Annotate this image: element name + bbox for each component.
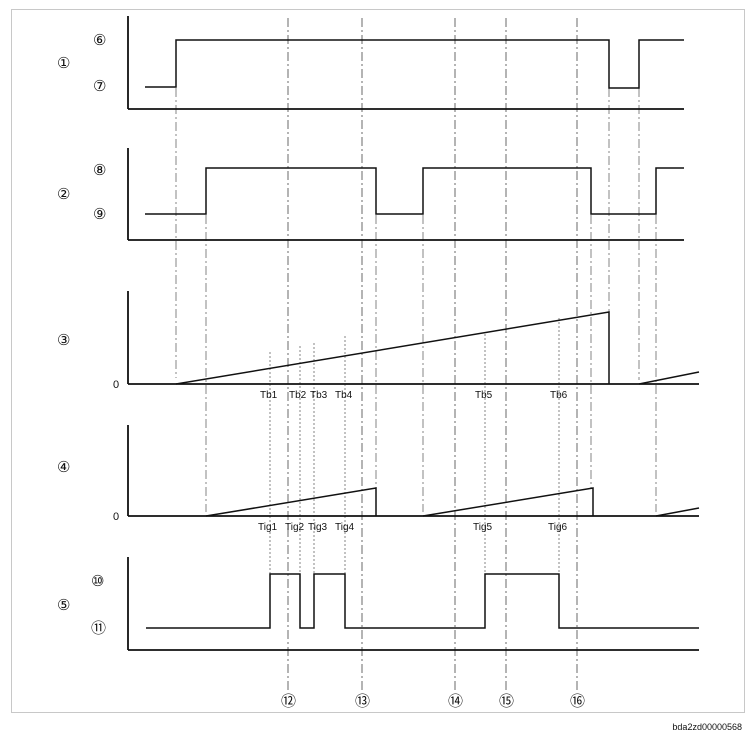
row-marker: ⑤	[57, 597, 70, 614]
tick-label-tig5: Tig5	[473, 522, 493, 533]
time-marker-12: ⑫	[281, 693, 296, 710]
ramp-restart	[638, 371, 700, 385]
sawtooth-restart	[655, 507, 700, 517]
tick-label-tig1: Tig1	[258, 522, 278, 533]
guide-lines	[175, 88, 657, 512]
row-marker: ④	[57, 459, 70, 476]
tick-label-tig3: Tig3	[308, 522, 328, 533]
row-marker: ②	[57, 186, 70, 203]
row-marker: ①	[57, 55, 70, 72]
level-label-low: ⑦	[93, 78, 106, 95]
tick-label-tb1: Tb1	[260, 390, 278, 401]
diagram-frame	[11, 9, 745, 713]
zero-label: 0	[113, 379, 119, 391]
level-label-low: ⑨	[93, 206, 106, 223]
row-5: ⑤ ⑩ ⑪	[57, 557, 699, 651]
row-3: ③ 0 Tb1 Tb2 Tb3 Tb4 Tb5 Tb6	[57, 291, 700, 401]
row-1: ① ⑥ ⑦	[57, 16, 684, 110]
time-markers: ⑫ ⑬ ⑭ ⑮ ⑯	[281, 693, 585, 710]
row-4: ④ 0 Tig1 Tig2 Tig3 Tig4 Tig5 Tig6	[57, 425, 700, 533]
pulse-waveform	[146, 573, 699, 629]
time-marker-14: ⑭	[448, 693, 463, 710]
level-label-high: ⑧	[93, 162, 106, 179]
marker-lines	[287, 18, 578, 690]
level-label-low: ⑪	[91, 620, 106, 637]
time-marker-15: ⑮	[499, 693, 514, 710]
signal-waveform	[145, 167, 684, 215]
ramp-waveform	[175, 311, 610, 385]
row-marker: ③	[57, 332, 70, 349]
sawtooth-segment-1	[205, 487, 377, 517]
reference-code: bda2zd00000568	[672, 722, 742, 732]
tick-label-tig4: Tig4	[335, 522, 355, 533]
tick-label-tig6: Tig6	[548, 522, 568, 533]
tick-label-tb5: Tb5	[475, 390, 493, 401]
level-label-high: ⑩	[91, 573, 104, 590]
row-2: ② ⑧ ⑨	[57, 148, 684, 241]
signal-waveform	[145, 39, 684, 89]
level-label-high: ⑥	[93, 32, 106, 49]
sawtooth-segment-2	[422, 487, 594, 517]
tick-label-tb6: Tb6	[550, 390, 568, 401]
time-marker-16: ⑯	[570, 693, 585, 710]
tick-label-tb3: Tb3	[310, 390, 328, 401]
tick-label-tig2: Tig2	[285, 522, 305, 533]
zero-label: 0	[113, 511, 119, 523]
time-marker-13: ⑬	[355, 693, 370, 710]
tick-label-tb2: Tb2	[289, 390, 307, 401]
tick-label-tb4: Tb4	[335, 390, 353, 401]
